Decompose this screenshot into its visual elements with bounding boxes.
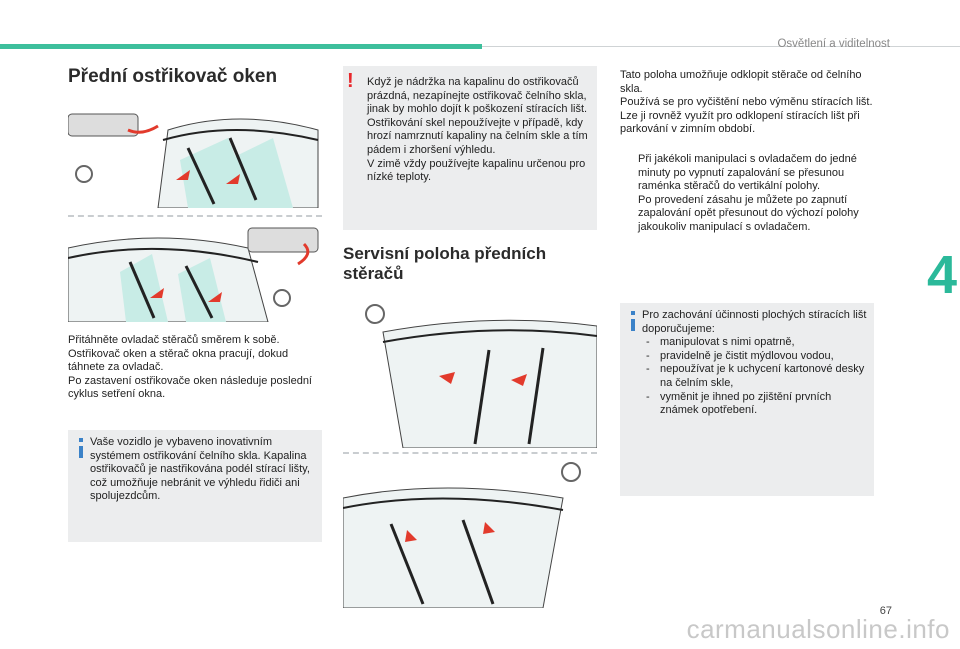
chapter-number: 4 xyxy=(927,245,958,305)
service-step: Po provedení zásahu je můžete po zapnutí… xyxy=(620,194,874,235)
service-steps: Při jakékoli manipulaci s ovladačem do j… xyxy=(620,153,874,235)
top-rule xyxy=(482,46,960,47)
washer-illustration-top xyxy=(68,100,322,208)
service-para-1: Tato poloha umožňuje odklopit stěrače od… xyxy=(620,69,862,95)
washer-warning-box: ! Když je nádržka na kapalinu do ostřiko… xyxy=(343,66,597,230)
info-icon xyxy=(79,438,83,442)
page-number: 67 xyxy=(879,605,892,617)
warning-para-1: Když je nádržka na kapalinu do ostřikova… xyxy=(367,76,588,116)
washer-para-3: Po zastavení ostřikovače oken následuje … xyxy=(68,374,312,401)
dash-mark: - xyxy=(646,390,650,403)
spray-arrow-icon xyxy=(511,374,527,386)
washer-para-1: Přitáhněte ovladač stěračů směrem k sobě… xyxy=(68,334,280,346)
washer-instructions: Přitáhněte ovladač stěračů směrem k sobě… xyxy=(68,334,322,402)
blade-care-item: -vyměnit je ihned po zjištění prvních zn… xyxy=(642,391,868,418)
washer-illustration-top-svg xyxy=(68,113,319,208)
spray-arrow-icon xyxy=(226,174,240,184)
info-icon-stem xyxy=(631,319,635,331)
spray-arrow-icon xyxy=(405,530,417,542)
blade-care-item-text: manipulovat s nimi opatrně, xyxy=(660,336,795,349)
blade-care-text: Pro zachování účinnosti plochých stírací… xyxy=(642,309,868,418)
steering-wheel-icon xyxy=(561,462,581,482)
service-step-text: Při jakékoli manipulaci s ovladačem do j… xyxy=(638,153,857,193)
wiper-stalk-icon xyxy=(68,113,139,137)
spray-arrow-icon xyxy=(483,522,495,534)
blade-care-item: -pravidelně je čistit mýdlovou vodou, xyxy=(642,350,868,364)
service-title-line-2: stěračů xyxy=(343,264,404,283)
service-illustration-top xyxy=(343,298,597,448)
exclamation-icon: ! xyxy=(347,70,354,92)
page-title: Přední ostřikovač oken xyxy=(68,66,278,87)
warning-para-3: V zimě vždy používejte kapalinu určenou … xyxy=(367,157,586,184)
info-icon xyxy=(631,311,635,315)
washer-info-text: Vaše vozidlo je vybaveno inovativním sys… xyxy=(90,436,310,503)
washer-info-box: Vaše vozidlo je vybaveno inovativním sys… xyxy=(68,430,322,542)
blade-care-intro: Pro zachování účinnosti plochých stírací… xyxy=(642,309,867,335)
dash-mark: - xyxy=(646,363,650,376)
service-position-title: Servisní poloha předních stěračů xyxy=(343,244,593,284)
warning-text: Když je nádržka na kapalinu do ostřikova… xyxy=(367,76,589,185)
service-para-2: Používá se pro vyčištění nebo výměnu stí… xyxy=(620,96,873,136)
chapter-tab: 4 xyxy=(925,240,960,318)
spray-arrow-icon xyxy=(439,372,455,384)
washer-illustration-bottom-svg xyxy=(68,227,319,322)
watermark: carmanualsonline.info xyxy=(686,614,950,644)
steering-wheel-icon xyxy=(365,304,385,324)
service-description: Tato poloha umožňuje odklopit stěrače od… xyxy=(620,69,874,137)
section-title: Osvětlení a viditelnost xyxy=(777,38,890,50)
blade-care-info-box: Pro zachování účinnosti plochých stírací… xyxy=(620,303,874,496)
spray-arrow-icon xyxy=(150,288,164,298)
service-title-line-1: Servisní poloha předních xyxy=(343,244,547,263)
dash-mark: - xyxy=(646,336,650,349)
info-icon-stem xyxy=(79,446,83,458)
blade-care-item: -nepoužívat je k uchycení kartonové desk… xyxy=(642,363,868,390)
steering-wheel-icon xyxy=(273,289,291,307)
illustration-divider xyxy=(68,215,322,217)
top-accent-bar xyxy=(0,44,482,49)
blade-care-item-text: vyměnit je ihned po zjištění prvních zná… xyxy=(660,390,832,417)
steering-wheel-icon xyxy=(75,165,93,183)
service-illustration-bottom-svg xyxy=(343,462,581,608)
service-step-text: Po provedení zásahu je můžete po zapnutí… xyxy=(638,193,859,233)
washer-illustration-bottom xyxy=(68,222,322,322)
blade-care-item-text: pravidelně je čistit mýdlovou vodou, xyxy=(660,349,834,362)
spray-arrow-icon xyxy=(176,170,190,180)
illustration-divider-2 xyxy=(343,452,597,454)
blade-care-item-text: nepoužívat je k uchycení kartonové desky… xyxy=(660,363,865,389)
service-illustration-top-svg xyxy=(365,304,597,448)
washer-para-2: Ostřikovač oken a stěrač okna pracují, d… xyxy=(68,347,289,374)
dash-mark: - xyxy=(646,349,650,362)
warning-para-2: Ostřikování skel nepoužívejte v případě,… xyxy=(367,116,588,156)
wiper-stalk-icon xyxy=(247,227,319,253)
spray-arrow-icon xyxy=(208,292,222,302)
service-illustration-bottom xyxy=(343,458,597,608)
service-step: Při jakékoli manipulaci s ovladačem do j… xyxy=(620,153,874,194)
blade-care-item: -manipulovat s nimi opatrně, xyxy=(642,336,868,350)
